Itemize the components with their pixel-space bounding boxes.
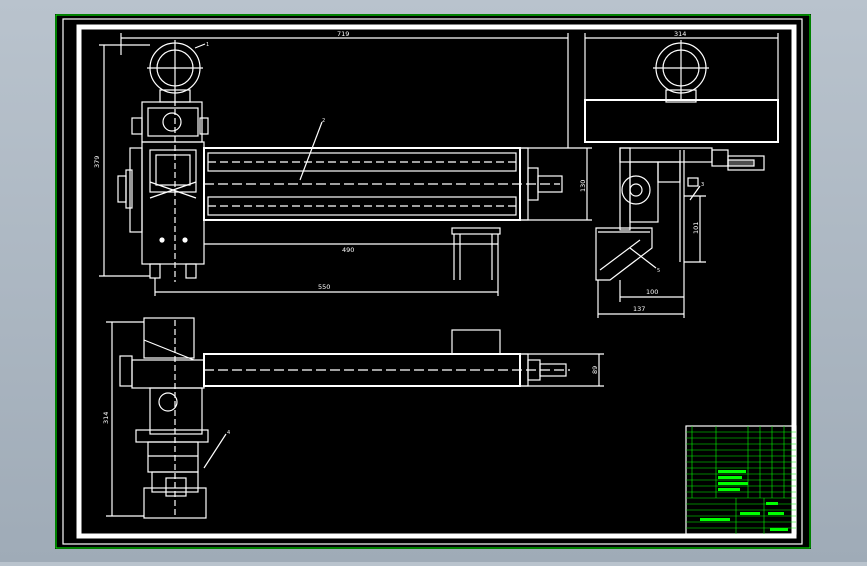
dim-side-base: 100 — [646, 288, 658, 296]
part-callouts: 1 2 3 4 5 — [206, 42, 704, 436]
title-block — [685, 425, 797, 535]
dim-plan-height: 89 — [591, 366, 599, 374]
front-view — [99, 33, 592, 296]
dim-inner-length: 490 — [342, 246, 354, 254]
callout-4: 4 — [227, 430, 230, 436]
dim-top-height: 379 — [93, 156, 101, 168]
dim-side-total: 137 — [633, 305, 645, 313]
dim-side-width: 314 — [674, 30, 686, 38]
dim-pipe-dia: 130 — [579, 180, 587, 192]
callout-5: 5 — [657, 268, 660, 274]
callout-1: 1 — [206, 42, 209, 48]
dim-side-height: 101 — [692, 222, 700, 234]
drawing-sheet — [55, 14, 811, 549]
parts-list-grid — [686, 426, 796, 534]
plan-view — [106, 317, 604, 519]
callout-3: 3 — [701, 182, 704, 188]
dim-base-length: 550 — [318, 283, 330, 291]
dimension-labels: 719 379 490 550 130 314 101 100 137 314 … — [93, 30, 700, 424]
drawing-inner-frame — [76, 24, 797, 539]
sheet-outer-accent — [55, 14, 811, 549]
callout-2: 2 — [322, 118, 325, 124]
drawing-border — [62, 18, 803, 545]
side-view — [584, 33, 779, 318]
dim-top-length: 719 — [337, 30, 349, 38]
dim-plan-width: 314 — [102, 412, 110, 424]
title-block-cells — [700, 470, 788, 531]
